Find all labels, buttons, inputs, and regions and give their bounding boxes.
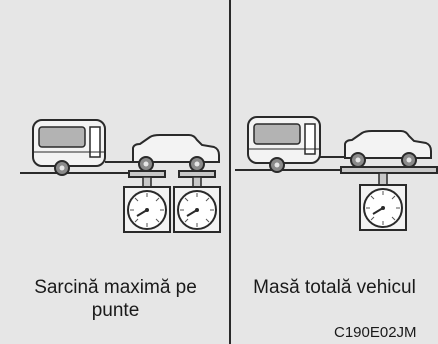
scale-icon (173, 170, 221, 233)
axle-load-illustration (20, 119, 221, 233)
trailer-icon (32, 119, 133, 176)
scale-icon (123, 170, 171, 233)
car-icon (344, 130, 432, 168)
trailer-icon (247, 116, 345, 173)
gross-weight-panel: Masă totală vehicul (231, 0, 438, 344)
figure-code-label: C190E02JM (334, 324, 417, 341)
car-icon (132, 134, 220, 172)
gross-weight-caption: Masă totală vehicul (253, 277, 416, 298)
axle-load-caption: Sarcină maximă pe punte (34, 277, 197, 321)
scale-icon (340, 166, 438, 231)
gross-weight-illustration (235, 116, 438, 231)
axle-load-panel: Sarcină maximă pe punte (20, 119, 221, 321)
panel-divider (229, 0, 231, 344)
